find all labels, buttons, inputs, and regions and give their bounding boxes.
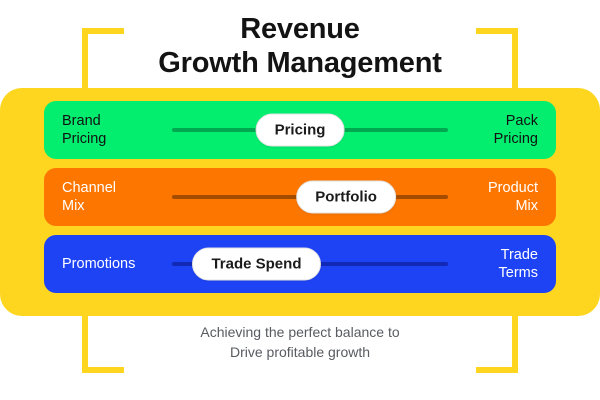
bracket-top-left-icon: [82, 28, 124, 98]
bracket-bottom-left-icon: [82, 305, 124, 373]
levers-panel: Brand Pricing Pricing Pack Pricing Chann…: [0, 88, 600, 316]
caption-line-1: Achieving the perfect balance to: [200, 324, 400, 340]
lever-row-portfolio: Channel Mix Portfolio Product Mix: [44, 168, 556, 226]
lever-left-label-trade-spend: Promotions: [62, 256, 136, 272]
lever-row-trade-spend: Promotions Trade Spend Trade Terms: [44, 235, 556, 293]
lever-pill-pricing[interactable]: Pricing: [255, 113, 345, 147]
page-title-line-2: Growth Management: [158, 47, 442, 79]
lever-left-label-pricing: Brand Pricing: [62, 113, 107, 147]
bracket-bottom-right-icon: [476, 305, 518, 373]
page-title: Revenue Growth Management: [0, 12, 600, 80]
lever-pill-portfolio[interactable]: Portfolio: [296, 180, 396, 214]
caption: Achieving the perfect balance to Drive p…: [0, 322, 600, 362]
lever-row-pricing: Brand Pricing Pricing Pack Pricing: [44, 101, 556, 159]
bracket-top-right-icon: [476, 28, 518, 98]
lever-right-label-pricing: Pack Pricing: [493, 113, 538, 147]
lever-left-label-portfolio: Channel Mix: [62, 180, 117, 214]
lever-right-label-portfolio: Product Mix: [488, 180, 538, 214]
lever-right-label-trade-spend: Trade Terms: [498, 247, 538, 281]
lever-pill-trade-spend[interactable]: Trade Spend: [192, 247, 321, 281]
page-title-line-1: Revenue: [240, 13, 360, 45]
caption-line-2: Drive profitable growth: [229, 344, 371, 360]
